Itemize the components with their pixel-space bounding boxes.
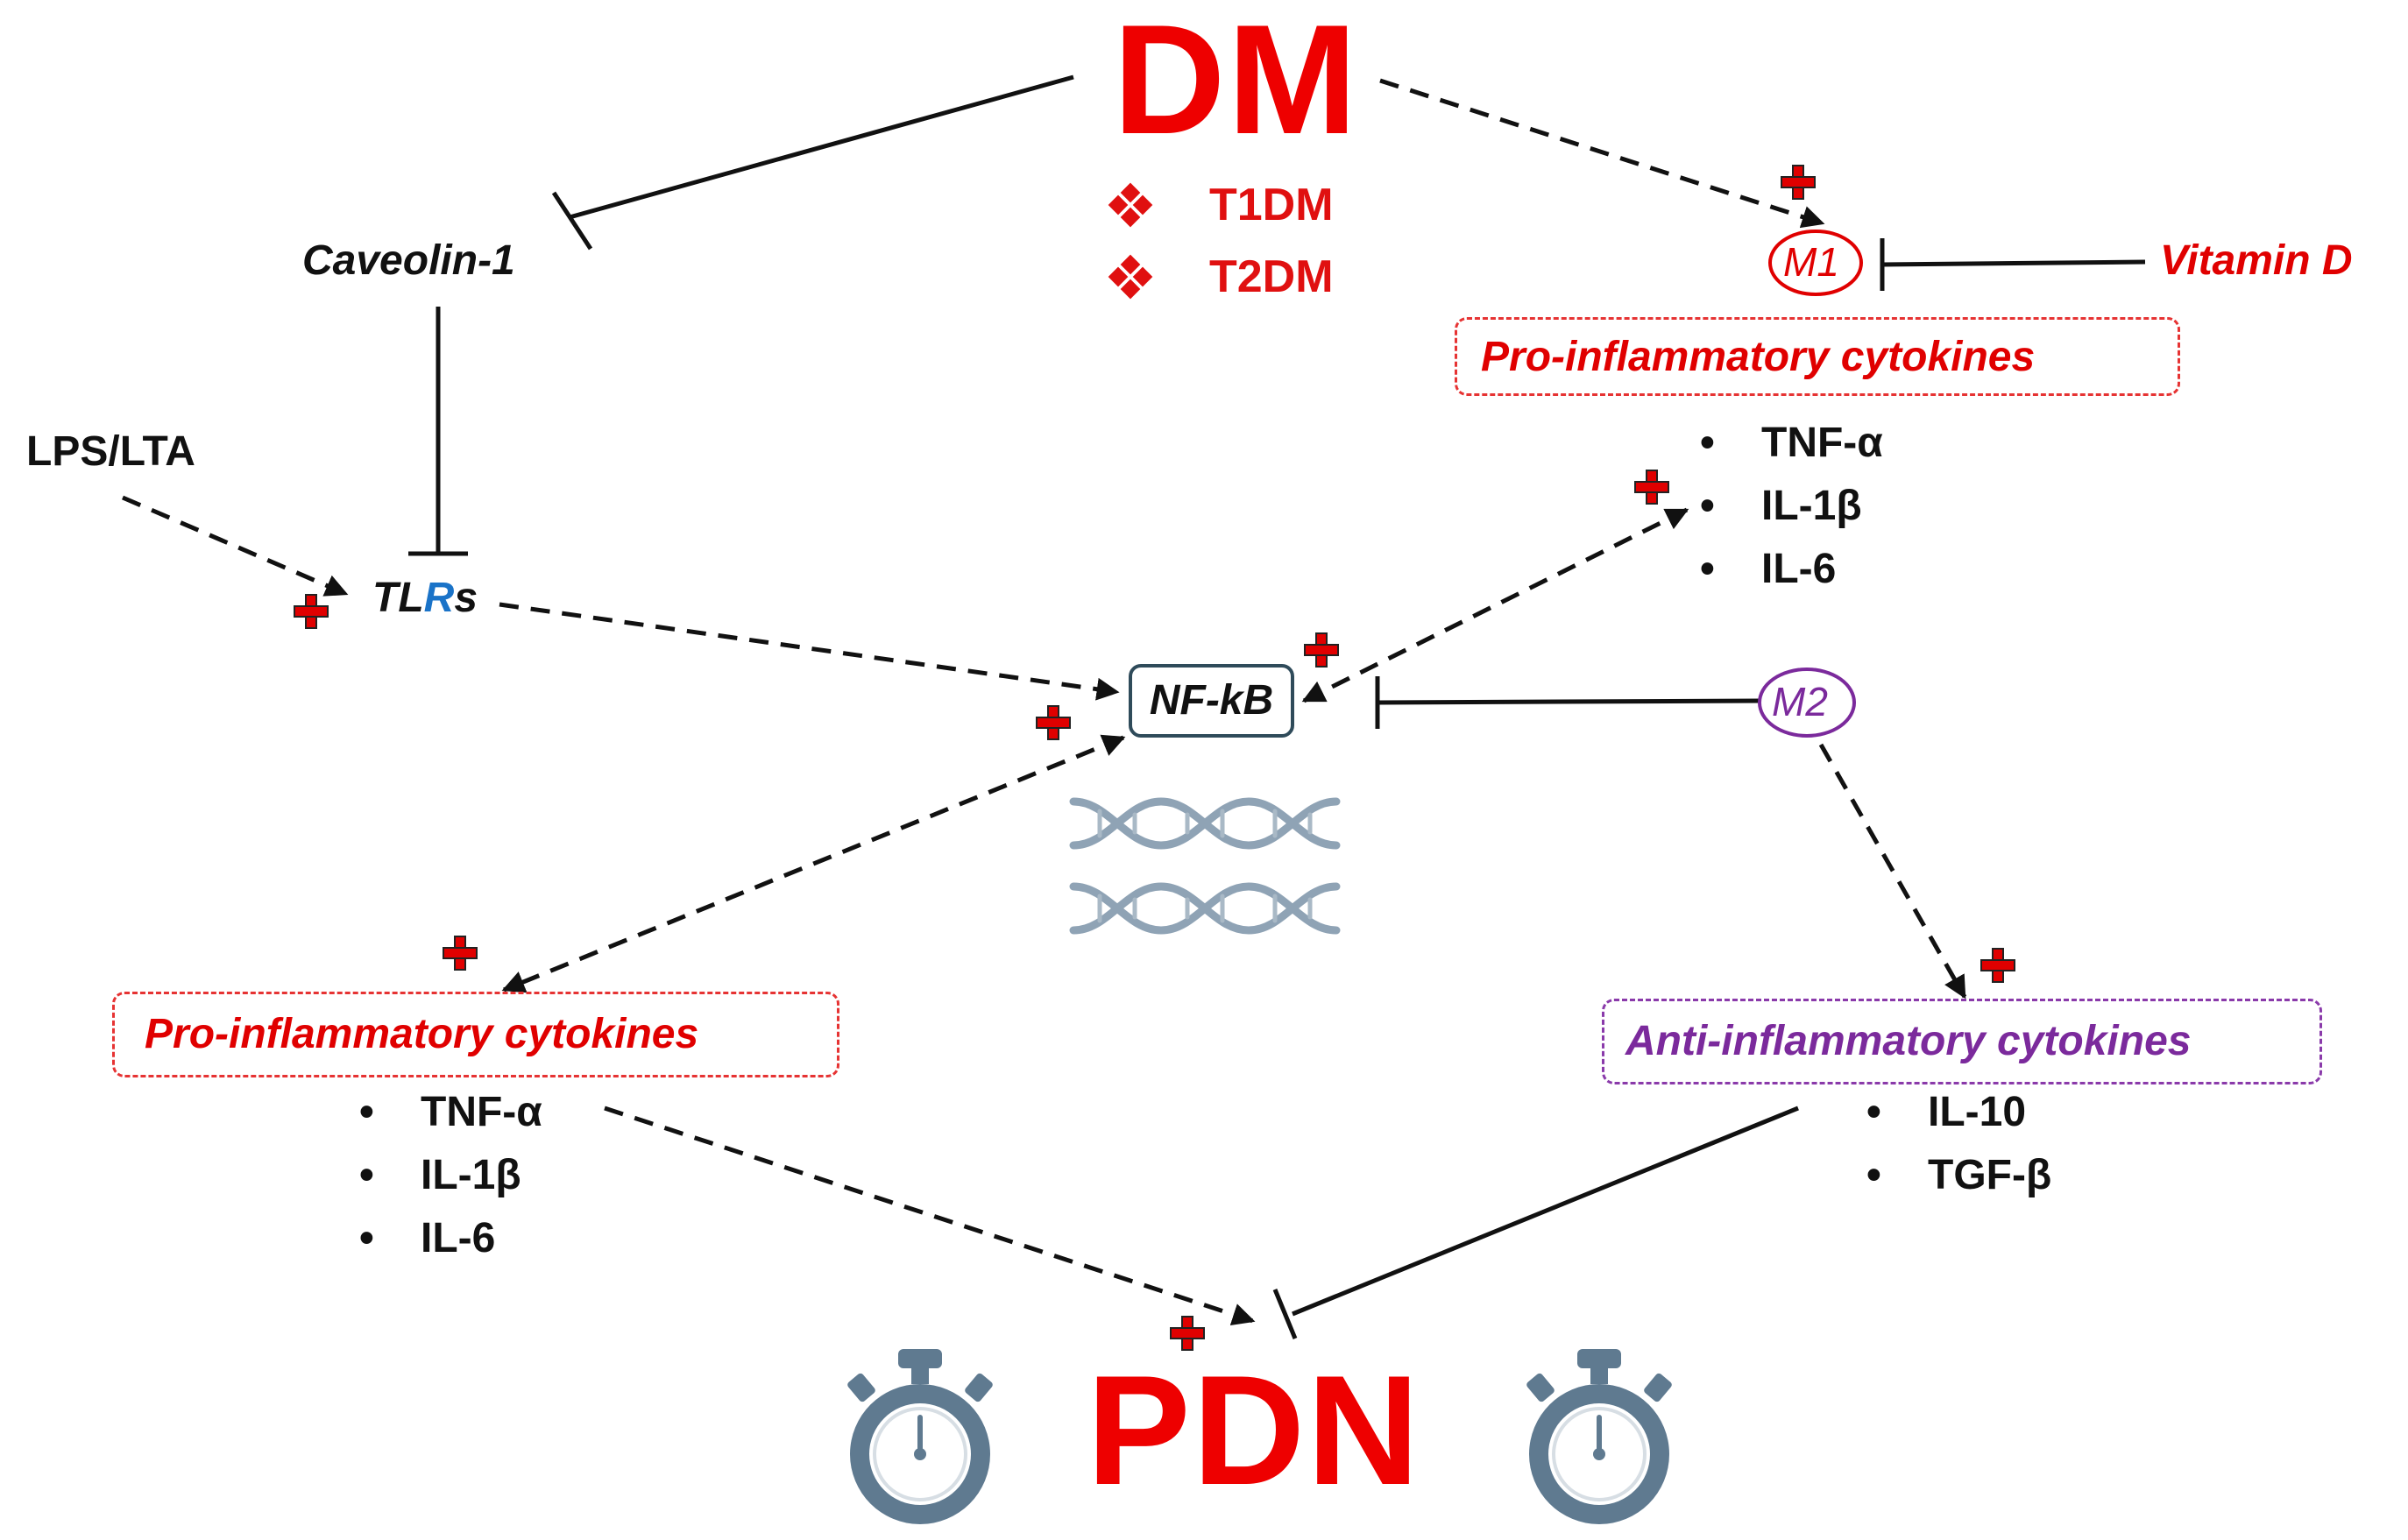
dm-activates-m1-line	[1379, 78, 1825, 229]
m2-node-ring	[1758, 668, 1856, 738]
tlrs-prefix: TL	[372, 575, 424, 621]
lps-lta-node: LPS/LTA	[26, 428, 195, 475]
lps-activates-tlrs-line	[122, 495, 349, 597]
pdn-inhibit-bar	[1272, 1289, 1298, 1339]
pro-top-item-tnf: TNF-α	[1700, 419, 1883, 467]
pro-bottom-item-tnf: TNF-α	[359, 1088, 542, 1136]
dm-type-t1dm: T1DM	[1209, 180, 1334, 230]
pro-inflammatory-bottom-box	[112, 992, 839, 1077]
plus-icon	[1634, 470, 1669, 505]
pdn-title: PDN	[1087, 1343, 1421, 1517]
m2-node: M2	[1772, 679, 1828, 724]
stopwatch-icon	[847, 1349, 993, 1524]
tlrs-r: R	[423, 575, 455, 621]
dna-icon	[1069, 797, 1341, 935]
nfkb-node-box	[1129, 664, 1294, 738]
dm-inhibits-caveolin-line	[569, 74, 1074, 220]
anti-inflammatory-box	[1602, 999, 2322, 1084]
nfkb-node: NF-kB	[1149, 677, 1274, 724]
tlrs-suffix: s	[454, 575, 478, 621]
dm-title: DM	[1113, 0, 1359, 166]
stopwatch-icon	[1526, 1349, 1672, 1524]
caveolin-node: Caveolin-1	[302, 237, 515, 284]
dm-type-t2dm: T2DM	[1209, 251, 1334, 302]
m1-node: M1	[1783, 239, 1839, 285]
plus-icon	[1036, 705, 1071, 740]
anti-inhibits-pdn-line	[1292, 1106, 1799, 1317]
cytokines-activate-pdn-line	[604, 1106, 1256, 1326]
plus-icon	[1170, 1316, 1205, 1351]
pro-top-item-il1b: IL-1β	[1700, 482, 1862, 530]
anti-item-tgfb: TGF-β	[1866, 1151, 2051, 1199]
anti-inflammatory-label: Anti-inflammatory cytokines	[1625, 1018, 2192, 1064]
plus-icon	[443, 936, 478, 971]
pro-bottom-item-il6: IL-6	[359, 1214, 495, 1262]
pro-top-item-il6: IL-6	[1700, 545, 1836, 593]
pro-bottom-item-il1b: IL-1β	[359, 1151, 521, 1199]
anti-item-il10: IL-10	[1866, 1088, 2026, 1136]
nfkb-top-cytokines-line	[1301, 507, 1689, 703]
vitamin-d-node: Vitamin D	[2160, 237, 2353, 284]
m2-activates-anti-line	[1818, 743, 1967, 1000]
pro-inflammatory-bottom-label: Pro-inflammatory cytokines	[145, 1011, 699, 1057]
m1-node-ring	[1768, 230, 1863, 296]
pro-inflammatory-top-label: Pro-inflammatory cytokines	[1481, 334, 2036, 380]
plus-icon	[1781, 165, 1816, 200]
plus-icon	[294, 594, 329, 629]
m2-inhibits-nfkb-line	[1377, 698, 1760, 705]
vitamin-d-inhibits-m1-line	[1881, 259, 2146, 267]
pro-inflammatory-top-box	[1455, 317, 2180, 396]
caveolin-inhibit-bar	[551, 191, 593, 251]
tlrs-activates-nfkb-line	[499, 602, 1120, 701]
tlrs-node: TLRs	[372, 574, 478, 622]
nfkb-bottom-cytokines-line	[501, 734, 1126, 993]
plus-icon	[1304, 632, 1339, 668]
plus-icon	[1980, 948, 2015, 983]
